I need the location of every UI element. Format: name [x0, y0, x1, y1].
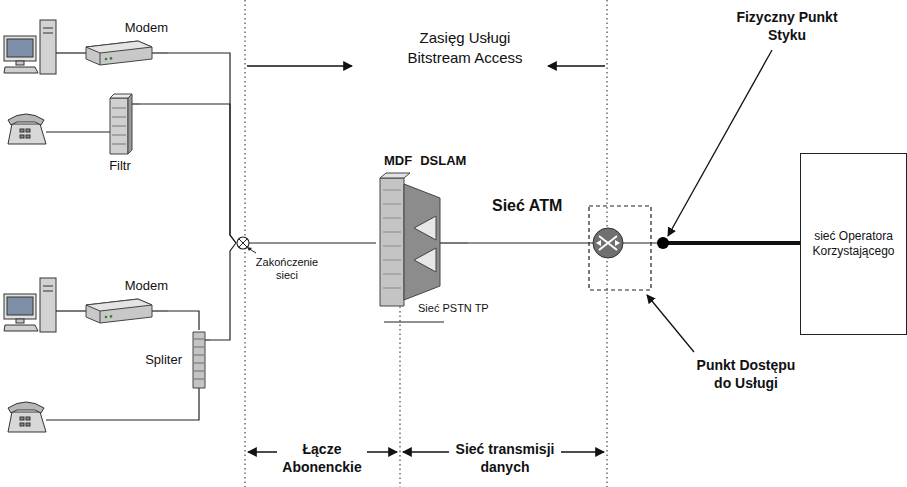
- splitter-device: Spliter: [130, 330, 210, 390]
- span-label: Sieć transmisji danych: [449, 440, 561, 476]
- spliter-icon: [188, 330, 210, 390]
- access-point-frame: [589, 206, 651, 290]
- term-icon: [236, 236, 322, 250]
- modem-device: Modem: [82, 278, 168, 328]
- device-label: MDF: [384, 152, 412, 170]
- device-label: Filtr: [100, 158, 140, 174]
- text-group: sieć Operatora Korzystającego: [809, 229, 898, 259]
- text-group: Modem: [82, 278, 168, 294]
- dslam-device: MDF DSLAM: [376, 152, 468, 310]
- operator-network-box: sieć Operatora Korzystającego: [800, 153, 907, 335]
- telephone-icon: [8, 402, 46, 432]
- device-label: Spliter: [145, 352, 182, 368]
- pstn-line: [384, 322, 444, 323]
- filter-icon: [100, 92, 140, 158]
- box-label: sieć Operatora Korzystającego: [809, 229, 898, 259]
- text-group: Zakończenie sieci: [252, 256, 322, 282]
- network-label: Sieć ATM: [490, 196, 564, 216]
- network-termination: Zakończenie sieci: [236, 236, 322, 282]
- label-holder: Fizyczny Punkt Styku: [733, 8, 841, 44]
- interconnect-point: [657, 237, 669, 249]
- router-icon: [593, 228, 623, 258]
- dslam-icon: [376, 170, 468, 310]
- device-label: Modem: [82, 20, 168, 36]
- network-label: Sieć PSTN TP: [416, 301, 491, 315]
- line-connector: [168, 311, 199, 330]
- callout-label: Fizyczny Punkt Styku: [733, 8, 841, 44]
- filter-device: Filtr: [100, 92, 140, 174]
- computer-icon: [4, 20, 56, 74]
- device-label: Modem: [82, 278, 168, 294]
- label-holder: Sieć ATM: [490, 196, 564, 216]
- telephone-icon: [8, 114, 46, 144]
- span-label: Łącze Abonenckie: [277, 440, 367, 476]
- modem-device: Modem: [82, 20, 168, 70]
- termination-label: Zakończenie sieci: [252, 256, 322, 282]
- interconnect-link: [663, 241, 800, 245]
- computer-icon: [4, 278, 56, 332]
- line-connector: [168, 53, 236, 243]
- device-wires: [46, 53, 199, 420]
- boundary-lines: [245, 0, 607, 487]
- line-connector: [140, 104, 236, 243]
- line-connector: [322, 242, 376, 243]
- text-group: Spliter: [145, 352, 182, 368]
- label-holder: Zasięg Usługi Bitstream Access: [395, 28, 535, 68]
- line-connector: [210, 243, 236, 340]
- scope-title: Zasięg Usługi Bitstream Access: [395, 28, 535, 68]
- text-group: MDF DSLAM: [384, 152, 468, 170]
- label-holder: Sieć PSTN TP: [416, 298, 491, 316]
- text-group: Filtr: [100, 158, 140, 174]
- label-holder: Łącze Abonenckie: [277, 440, 367, 476]
- leader-arrows: [647, 50, 772, 352]
- device-label: DSLAM: [420, 152, 466, 170]
- modem-icon: [82, 294, 168, 328]
- label-holder: Punkt Dostępu do Usługi: [690, 356, 802, 392]
- modem-icon: [82, 36, 168, 70]
- line-connector: [468, 242, 800, 243]
- label-holder: Sieć transmisji danych: [449, 440, 561, 476]
- callout-label: Punkt Dostępu do Usługi: [690, 356, 802, 392]
- text-group: Modem: [82, 20, 168, 36]
